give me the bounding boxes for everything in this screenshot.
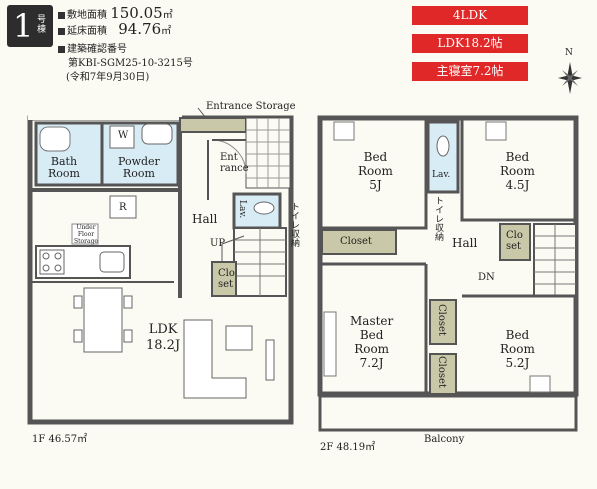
unit-label: 号棟 bbox=[37, 15, 47, 35]
cert-row: 建築確認番号 bbox=[58, 40, 127, 55]
site-area-row: 敷地面積 150.05㎡ bbox=[58, 4, 173, 22]
floor-area-label: 延床面積 bbox=[67, 26, 107, 37]
bath-room-label: Bath Room bbox=[48, 155, 80, 180]
lamp-icon bbox=[333, 121, 355, 141]
compass-north-label: N bbox=[565, 48, 573, 58]
entrance-tiles bbox=[245, 117, 291, 189]
ldk-size-badge: LDK18.2帖 bbox=[412, 34, 528, 53]
floor2-closet-left-label: Closet bbox=[340, 236, 372, 247]
coffee-table-icon bbox=[225, 325, 253, 351]
floor2-closet-v2 bbox=[429, 353, 457, 395]
powder-room-label: Powder Room bbox=[118, 155, 160, 180]
lamp-icon bbox=[529, 375, 551, 393]
site-area-label: 敷地面積 bbox=[67, 10, 107, 21]
entrance-label: Ent rance bbox=[220, 152, 249, 174]
compass-icon bbox=[558, 62, 582, 94]
under-floor-storage bbox=[71, 223, 99, 245]
floor1-closet-label: Clo set bbox=[218, 268, 235, 290]
unit-number: 1 bbox=[13, 7, 34, 45]
entrance-storage-label: Entrance Storage bbox=[206, 101, 296, 112]
site-area-value: 150.05 bbox=[110, 4, 163, 22]
floor1-lav-label: Lav. bbox=[237, 200, 247, 219]
floor2-closet-v1 bbox=[429, 299, 457, 345]
floor-area-row: 延床面積 94.76㎡ bbox=[58, 20, 171, 38]
refrigerator-icon bbox=[109, 195, 137, 219]
floor-area-unit: ㎡ bbox=[161, 26, 172, 37]
floor2-area-label: 2F 48.19㎡ bbox=[320, 442, 376, 453]
bathtub-icon bbox=[39, 126, 71, 152]
lamp-icon bbox=[485, 121, 507, 141]
sink-icon bbox=[141, 123, 173, 145]
floor2-stairs bbox=[533, 223, 577, 297]
refrigerator-label: R bbox=[119, 202, 127, 213]
floor2-closet-v1-label: Closet bbox=[436, 304, 447, 336]
layout-badge: 4LDK bbox=[412, 6, 528, 25]
balcony bbox=[318, 394, 578, 432]
floor2-closet-v2-label: Closet bbox=[436, 356, 447, 388]
bullet-square-icon bbox=[58, 12, 65, 19]
bed-room-5j-label: Bed Room 5J bbox=[358, 150, 393, 192]
floor2-lav-label: Lav. bbox=[432, 170, 451, 180]
bed-room-5-2j-label: Bed Room 5.2J bbox=[500, 328, 535, 370]
floor2-closet-small-label: Clo set bbox=[506, 230, 523, 252]
site-area-unit: ㎡ bbox=[162, 10, 173, 21]
toilet-icon bbox=[253, 201, 275, 215]
tv-stand-icon bbox=[265, 339, 275, 381]
floor2-closet-small bbox=[499, 223, 531, 261]
under-floor-storage-label: Under Floor Storage bbox=[74, 224, 98, 245]
floor2-lav bbox=[426, 120, 460, 194]
entrance-storage bbox=[179, 117, 247, 133]
stairs-up-label: UP bbox=[210, 238, 226, 249]
washer-icon bbox=[109, 125, 135, 149]
stairs-down-label: DN bbox=[478, 272, 495, 283]
floor2-toilet-storage-label: トイレ収納 bbox=[433, 196, 443, 241]
master-size-badge: 主寝室7.2帖 bbox=[412, 62, 528, 81]
floor1-stairs bbox=[221, 227, 287, 297]
floor1-area-label: 1F 46.57㎡ bbox=[32, 434, 88, 445]
unit-badge: 1 号棟 bbox=[7, 5, 53, 47]
cert-number: 第KBI-SGM25-10-3215号 bbox=[68, 58, 193, 69]
cert-label: 建築確認番号 bbox=[67, 44, 127, 55]
washer-label: W bbox=[118, 130, 129, 141]
floor2-hall-label: Hall bbox=[452, 236, 478, 250]
balcony-label: Balcony bbox=[424, 434, 465, 445]
sofa-icon bbox=[183, 319, 247, 399]
bed-room-4-5j-label: Bed Room 4.5J bbox=[500, 150, 535, 192]
master-bed-room-label: Master Bed Room 7.2J bbox=[350, 314, 394, 370]
floor1-toilet-storage-label: トイレ収納 bbox=[289, 202, 299, 247]
cert-date: (令和7年9月30日) bbox=[66, 72, 150, 83]
toilet-icon bbox=[436, 135, 450, 157]
floor1-hall-label: Hall bbox=[192, 212, 218, 226]
floor2-closet-left bbox=[321, 229, 397, 255]
bullet-square-icon bbox=[58, 28, 65, 35]
kitchen-sink-icon bbox=[99, 251, 125, 273]
master-furniture-icon bbox=[323, 311, 337, 377]
dining-table-icon bbox=[83, 287, 123, 353]
floor-area-value: 94.76 bbox=[118, 20, 162, 38]
floor1-closet bbox=[211, 261, 237, 297]
ldk-label: LDK 18.2J bbox=[146, 322, 181, 353]
bullet-square-icon bbox=[58, 46, 65, 53]
